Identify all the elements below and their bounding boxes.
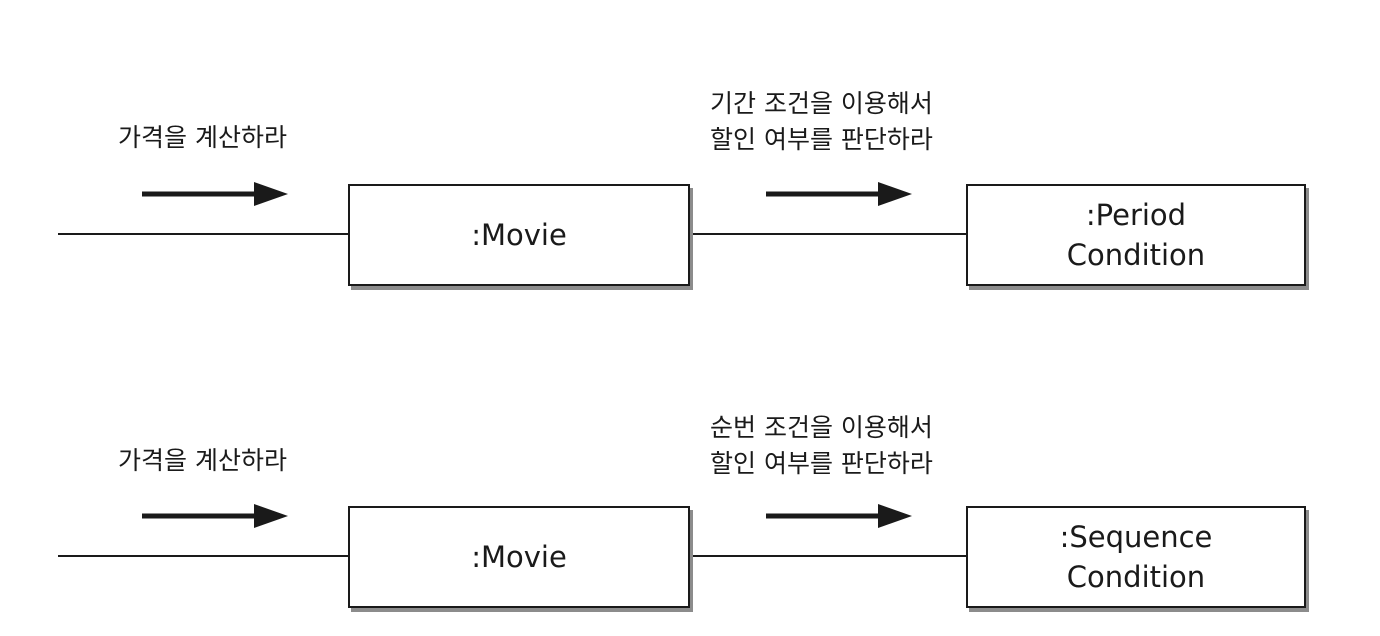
object-box-movie: :Movie xyxy=(348,184,690,286)
message-label-outgoing: 순번 조건을 이용해서 할인 여부를 판단하라 xyxy=(710,410,933,482)
message-arrow-outgoing xyxy=(766,504,912,528)
message-arrow-incoming xyxy=(142,504,288,528)
link-line-incoming xyxy=(58,555,350,557)
object-name-line-2: Condition xyxy=(1066,560,1206,594)
link-line-movie-to-condition xyxy=(688,555,968,557)
message-label-incoming: 가격을 계산하라 xyxy=(118,123,287,152)
message-line-2: 할인 여부를 판단하라 xyxy=(710,449,933,478)
object-name-movie: :Movie xyxy=(471,218,567,252)
message-line-1: 순번 조건을 이용해서 xyxy=(710,413,933,442)
object-name-line-1: :Period xyxy=(1085,198,1187,232)
object-box-movie: :Movie xyxy=(348,506,690,608)
message-arrow-outgoing xyxy=(766,182,912,206)
object-box-period-condition: :Period Condition xyxy=(966,184,1306,286)
object-name-movie: :Movie xyxy=(471,540,567,574)
message-arrow-incoming xyxy=(142,182,288,206)
message-line-2: 할인 여부를 판단하라 xyxy=(710,125,933,154)
object-box-sequence-condition: :Sequence Condition xyxy=(966,506,1306,608)
object-name-line-1: :Sequence xyxy=(1059,520,1213,554)
object-name-line-2: Condition xyxy=(1066,238,1206,272)
link-line-movie-to-condition xyxy=(688,233,968,235)
message-line-1: 기간 조건을 이용해서 xyxy=(710,89,933,118)
link-line-incoming xyxy=(58,233,350,235)
message-label-outgoing: 기간 조건을 이용해서 할인 여부를 판단하라 xyxy=(710,86,933,158)
message-label-incoming: 가격을 계산하라 xyxy=(118,446,287,475)
